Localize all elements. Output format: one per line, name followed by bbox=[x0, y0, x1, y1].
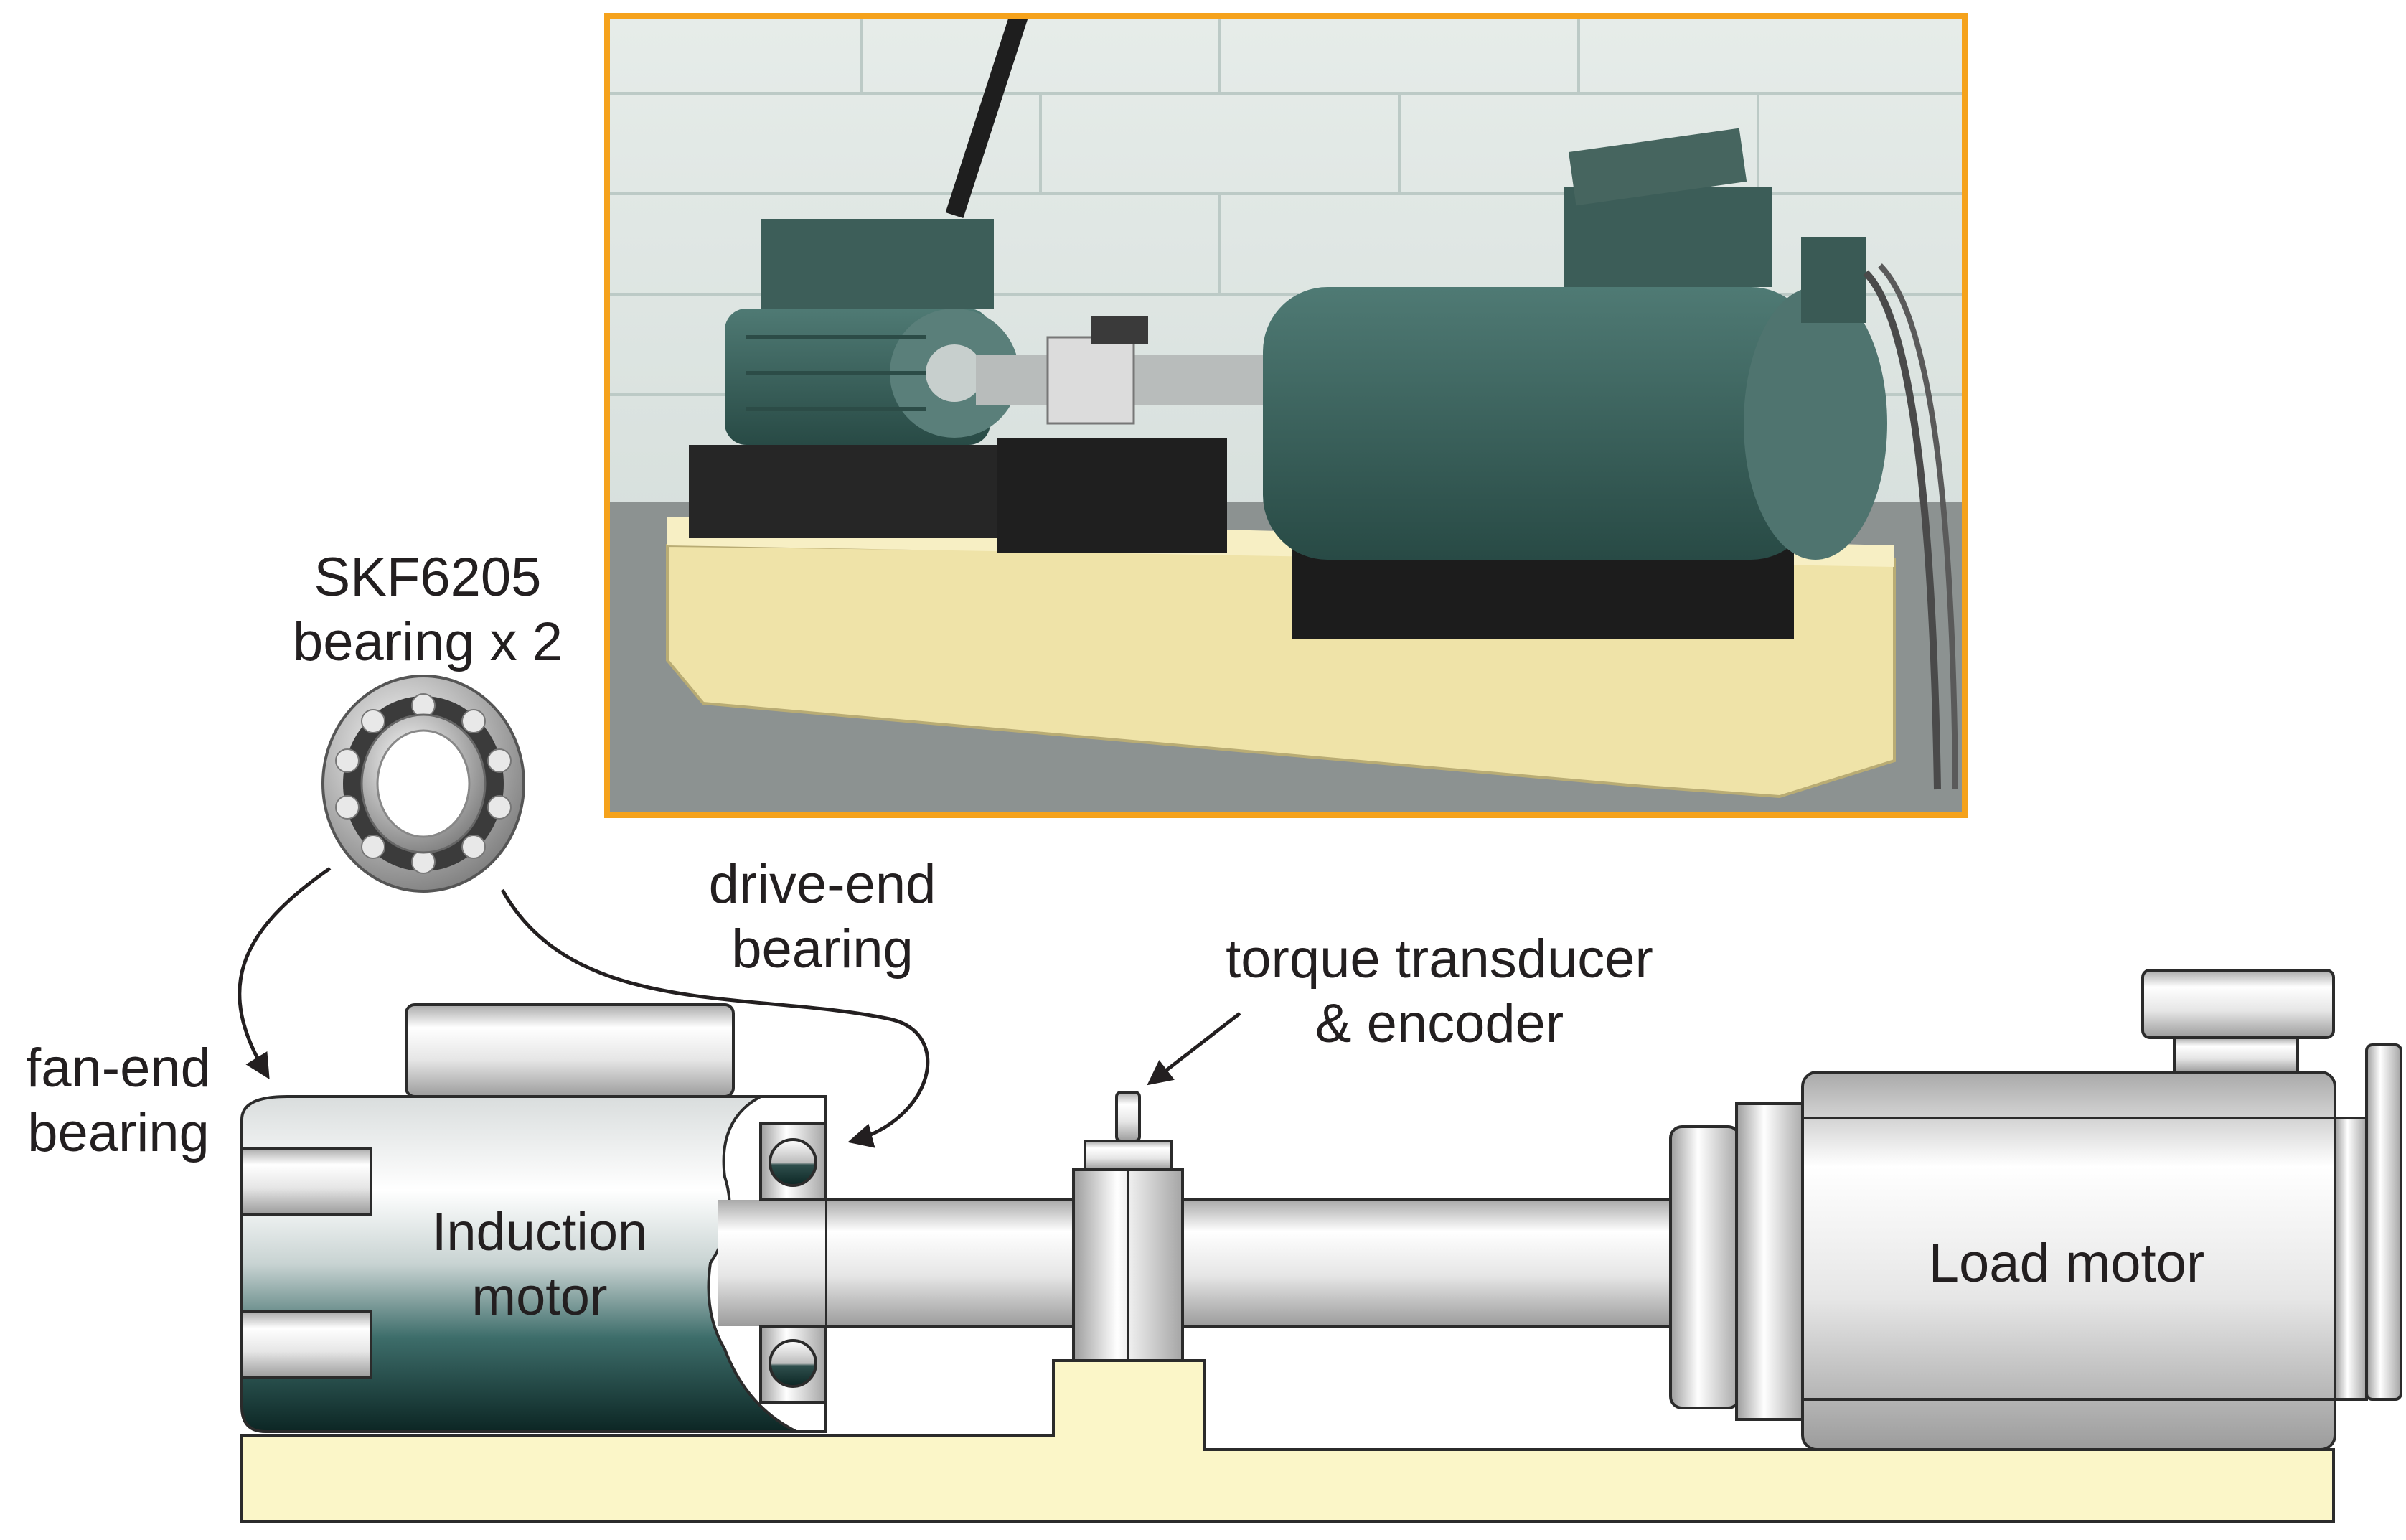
fan-end-label: fan-end bbox=[26, 1038, 211, 1099]
bearing-count-label: bearing x 2 bbox=[293, 611, 563, 672]
test-rig-photo bbox=[604, 12, 1968, 818]
encoder-label: & encoder bbox=[1315, 993, 1564, 1054]
load-motor-ring bbox=[1735, 1102, 1807, 1421]
induction-motor-label: Induction bbox=[432, 1202, 647, 1262]
motor-terminal-box bbox=[405, 1003, 735, 1098]
load-motor-junction bbox=[2141, 969, 2335, 1039]
bearing-ball-top bbox=[769, 1138, 817, 1187]
encoder-pin bbox=[1115, 1091, 1141, 1142]
fan-end-label-2: bearing bbox=[27, 1102, 210, 1163]
arrow-to-drive-end bbox=[500, 888, 930, 1148]
bearing-model-label: SKF6205 bbox=[314, 547, 542, 608]
load-motor-label: Load motor bbox=[1929, 1233, 2204, 1294]
arrow-to-fan-end bbox=[238, 866, 332, 1079]
schematic-diagram bbox=[240, 969, 2402, 1523]
encoder-cap bbox=[1084, 1140, 1173, 1171]
load-motor-fan-cover bbox=[2334, 1117, 2368, 1401]
drive-end-label: drive-end bbox=[709, 854, 936, 915]
drive-end-label-2: bearing bbox=[731, 919, 913, 980]
load-motor-end-plate bbox=[2365, 1043, 2402, 1401]
base-platform bbox=[240, 1359, 2335, 1523]
arrow-to-torque-transducer bbox=[1147, 1012, 1241, 1086]
torque-transducer-label: torque transducer bbox=[1226, 929, 1653, 990]
load-motor-flange bbox=[1669, 1125, 1741, 1409]
bearing-ball-bottom bbox=[769, 1339, 817, 1388]
load-motor-junction-neck bbox=[2173, 1036, 2299, 1074]
induction-motor-label-2: motor bbox=[471, 1267, 607, 1326]
shaft bbox=[716, 1198, 1673, 1328]
ball-bearing-icon bbox=[321, 675, 525, 893]
